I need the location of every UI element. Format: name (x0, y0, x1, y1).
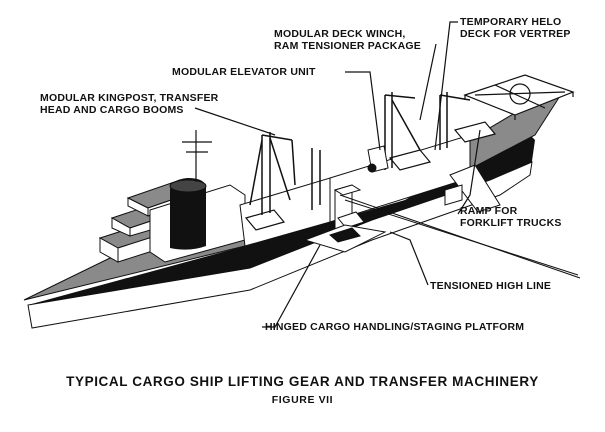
label-modular-kingpost: MODULAR KINGPOST, TRANSFER HEAD AND CARG… (40, 92, 218, 116)
label-temporary-helo-deck: TEMPORARY HELO DECK FOR VERTREP (460, 16, 571, 40)
label-modular-elevator-unit: MODULAR ELEVATOR UNIT (172, 66, 316, 78)
label-ramp-for-forklift: RAMP FOR FORKLIFT TRUCKS (460, 205, 562, 229)
label-modular-deck-winch: MODULAR DECK WINCH, RAM TENSIONER PACKAG… (274, 28, 421, 52)
label-hinged-cargo-platform: HINGED CARGO HANDLING/STAGING PLATFORM (265, 321, 524, 333)
caption-figure-number: FIGURE VII (0, 394, 605, 406)
caption-title: TYPICAL CARGO SHIP LIFTING GEAR AND TRAN… (0, 374, 605, 389)
funnel (170, 178, 206, 250)
label-tensioned-high-line: TENSIONED HIGH LINE (430, 280, 551, 292)
mast (182, 130, 212, 182)
deck-winch (368, 146, 388, 172)
helo-deck (465, 75, 573, 120)
